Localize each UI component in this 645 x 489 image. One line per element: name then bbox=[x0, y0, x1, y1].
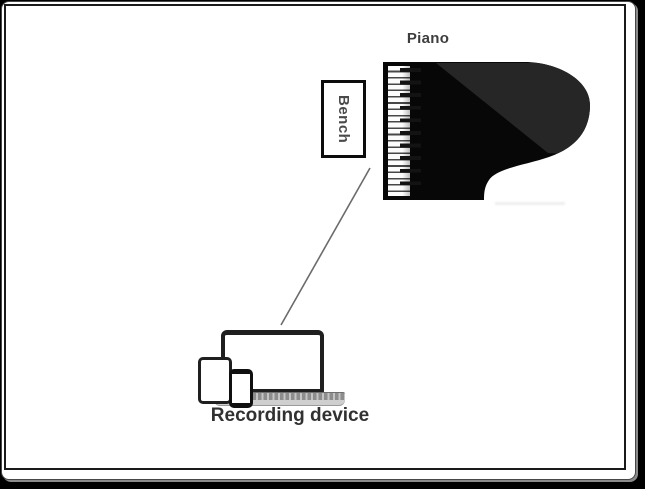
grand-piano-body bbox=[383, 62, 590, 200]
tablet-icon bbox=[198, 357, 232, 404]
bench-label: Bench bbox=[335, 94, 352, 144]
phone-icon bbox=[229, 369, 253, 408]
piano-label: Piano bbox=[406, 30, 450, 47]
recording-device-label: Recording device bbox=[210, 405, 370, 426]
grand-piano-icon bbox=[380, 58, 595, 206]
diagram-border bbox=[4, 4, 626, 470]
piano-shadow bbox=[495, 202, 565, 205]
bench-box: Bench bbox=[321, 80, 366, 158]
piano-black-keys bbox=[400, 68, 421, 194]
